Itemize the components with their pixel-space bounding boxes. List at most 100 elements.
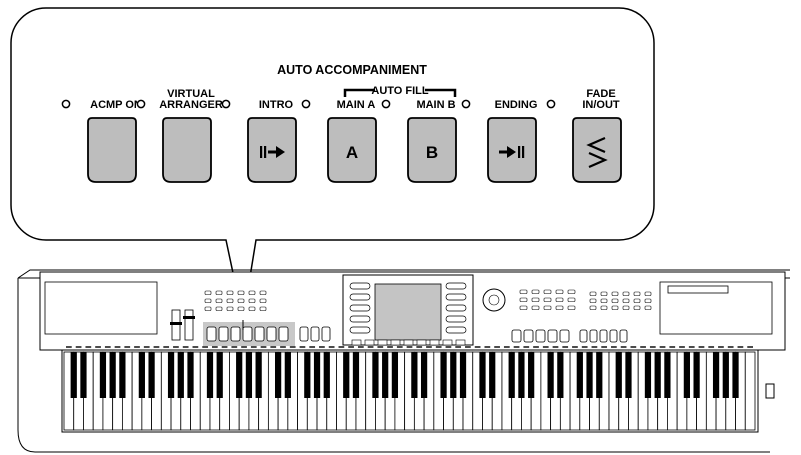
panel-small-button[interactable] [259, 306, 267, 311]
panel-small-button[interactable] [600, 305, 608, 310]
panel-mini-button[interactable] [619, 329, 628, 343]
black-key[interactable] [479, 352, 486, 398]
panel-small-button[interactable] [622, 298, 630, 303]
black-key[interactable] [245, 352, 253, 398]
panel-small-button[interactable] [226, 306, 234, 311]
panel-small-button[interactable] [226, 298, 234, 303]
black-key[interactable] [391, 352, 399, 398]
panel-small-button[interactable] [237, 290, 245, 295]
panel-small-button[interactable] [600, 291, 608, 296]
panel-small-button[interactable] [543, 289, 552, 294]
virtual-arranger-button[interactable] [162, 117, 212, 183]
panel-small-button[interactable] [226, 290, 234, 295]
panel-small-button[interactable] [600, 298, 608, 303]
panel-small-button[interactable] [543, 297, 552, 302]
panel-small-button[interactable] [622, 305, 630, 310]
lcd-bottom-button[interactable] [455, 339, 466, 346]
lcd-left-button[interactable] [349, 304, 371, 312]
lcd-left-button[interactable] [349, 326, 371, 334]
black-key[interactable] [693, 352, 700, 398]
intro-button[interactable] [247, 117, 297, 183]
black-key[interactable] [615, 352, 622, 398]
panel-small-button[interactable] [611, 291, 619, 296]
panel-mini-button[interactable] [321, 326, 331, 342]
panel-small-button[interactable] [622, 291, 630, 296]
black-key[interactable] [148, 352, 155, 398]
white-key[interactable] [744, 351, 756, 431]
accompaniment-mini-button[interactable] [266, 326, 277, 342]
black-key[interactable] [138, 352, 145, 398]
lcd-left-button[interactable] [349, 282, 371, 290]
black-key[interactable] [440, 352, 447, 398]
black-key[interactable] [343, 352, 350, 398]
panel-small-button[interactable] [204, 298, 212, 303]
black-key[interactable] [712, 352, 720, 398]
black-key[interactable] [99, 352, 107, 398]
black-key[interactable] [216, 352, 223, 398]
lcd-bottom-button[interactable] [429, 339, 440, 346]
black-key[interactable] [683, 352, 690, 398]
lcd-bottom-button[interactable] [403, 339, 414, 346]
panel-small-button[interactable] [543, 305, 552, 310]
panel-small-button[interactable] [237, 298, 245, 303]
black-key[interactable] [236, 352, 243, 398]
accompaniment-mini-button[interactable] [278, 326, 289, 342]
panel-small-button[interactable] [567, 297, 576, 302]
panel-mini-button[interactable] [589, 329, 598, 343]
panel-small-button[interactable] [611, 298, 619, 303]
black-key[interactable] [177, 352, 184, 398]
panel-small-button[interactable] [248, 298, 256, 303]
panel-mini-button[interactable] [299, 326, 309, 342]
black-key[interactable] [508, 352, 515, 398]
accompaniment-mini-button[interactable] [218, 326, 229, 342]
panel-small-button[interactable] [519, 289, 528, 294]
panel-small-button[interactable] [633, 291, 641, 296]
black-key[interactable] [70, 352, 77, 398]
black-key[interactable] [255, 352, 262, 398]
black-key[interactable] [382, 352, 389, 398]
lcd-bottom-button[interactable] [377, 339, 388, 346]
black-key[interactable] [586, 352, 593, 398]
black-key[interactable] [352, 352, 360, 398]
lcd-right-button[interactable] [445, 315, 467, 323]
black-key[interactable] [489, 352, 496, 398]
black-key[interactable] [284, 352, 291, 398]
panel-small-button[interactable] [555, 289, 564, 294]
black-key[interactable] [411, 352, 418, 398]
black-key[interactable] [654, 352, 661, 398]
black-key[interactable] [313, 352, 321, 398]
panel-small-button[interactable] [531, 297, 540, 302]
black-key[interactable] [80, 352, 87, 398]
acmp-on-button[interactable] [87, 117, 137, 183]
panel-mini-button[interactable] [579, 329, 588, 343]
registration-mini-button[interactable] [523, 329, 534, 343]
panel-small-button[interactable] [611, 305, 619, 310]
panel-small-button[interactable] [237, 306, 245, 311]
black-key[interactable] [274, 352, 282, 398]
panel-small-button[interactable] [567, 289, 576, 294]
panel-small-button[interactable] [644, 291, 652, 296]
panel-small-button[interactable] [215, 298, 223, 303]
registration-mini-button[interactable] [547, 329, 558, 343]
main-b-button[interactable] [407, 117, 457, 183]
fade-in-out-button[interactable] [572, 117, 622, 183]
black-key[interactable] [557, 352, 564, 398]
lcd-right-button[interactable] [445, 282, 467, 290]
black-key[interactable] [722, 352, 729, 398]
panel-small-button[interactable] [259, 290, 267, 295]
panel-small-button[interactable] [633, 298, 641, 303]
lcd-bottom-button[interactable] [442, 339, 453, 346]
black-key[interactable] [576, 352, 583, 398]
panel-small-button[interactable] [589, 291, 597, 296]
black-key[interactable] [528, 352, 535, 398]
black-key[interactable] [459, 352, 467, 398]
accompaniment-mini-button[interactable] [242, 326, 253, 342]
black-key[interactable] [732, 352, 739, 398]
registration-mini-button[interactable] [535, 329, 546, 343]
black-key[interactable] [625, 352, 632, 398]
black-key[interactable] [206, 352, 214, 398]
black-key[interactable] [420, 352, 428, 398]
main-a-button[interactable] [327, 117, 377, 183]
lcd-right-button[interactable] [445, 304, 467, 312]
lcd-left-button[interactable] [349, 293, 371, 301]
